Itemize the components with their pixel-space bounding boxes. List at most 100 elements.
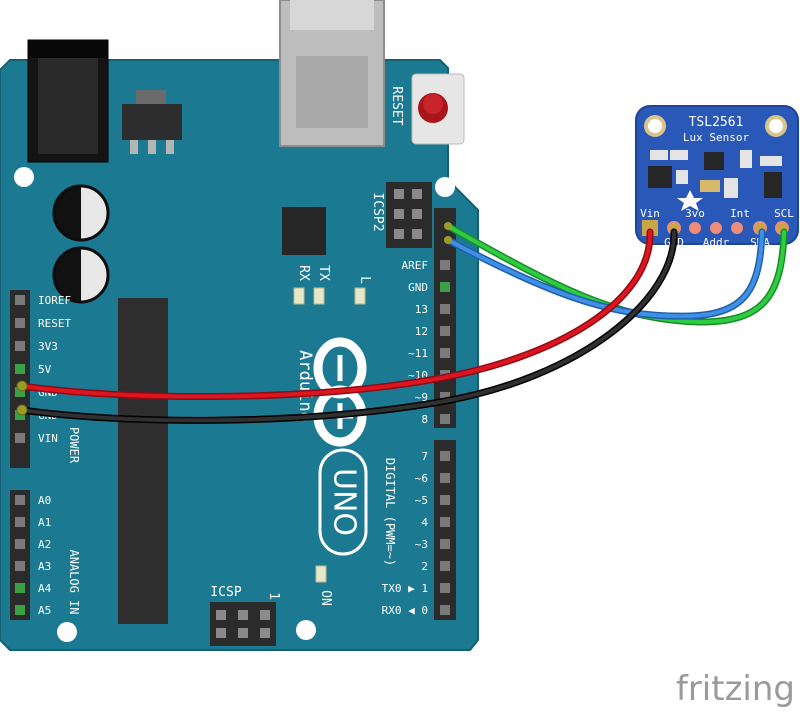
tx-led [313, 287, 325, 305]
icsp2-header [386, 182, 432, 248]
header-pin [440, 561, 450, 571]
pin-label: RX0 ◀ 0 [382, 604, 428, 617]
header-pin [440, 473, 450, 483]
header-pin [440, 605, 450, 615]
pin-label: IOREF [38, 294, 71, 307]
pin-label: 4 [421, 516, 428, 529]
header-pin [440, 414, 450, 424]
icsp-pin1-label: 1 [266, 592, 281, 600]
l-led [354, 287, 366, 305]
header-pin [440, 348, 450, 358]
header-pin [15, 517, 25, 527]
header-pin [440, 517, 450, 527]
model-label: UNO [327, 468, 362, 536]
pin-label: A5 [38, 604, 51, 617]
uno-logo: UNO [318, 448, 368, 556]
sensor-pin-label: Addr [703, 236, 730, 249]
pin-label: VIN [38, 432, 58, 445]
pin-label: RESET [38, 317, 71, 330]
reset-label: RESET [389, 86, 404, 125]
pin-label: A3 [38, 560, 51, 573]
arduino-board: RESET ICSP2 RX TX L ON [0, 0, 479, 651]
header-pin [440, 326, 450, 336]
pin-label: ~11 [408, 347, 428, 360]
fritzing-watermark: fritzing [676, 669, 795, 709]
header-pin [15, 318, 25, 328]
header-pin [440, 392, 450, 402]
wires [16, 222, 788, 424]
sensor-pin-label: Int [730, 207, 750, 220]
microcontroller-chip [118, 298, 168, 624]
power-header [10, 290, 30, 468]
pin-label: ~5 [415, 494, 428, 507]
pin-label: 5V [38, 363, 52, 376]
rx-led [293, 287, 305, 305]
usb-connector [279, 0, 385, 147]
pin-label: 7 [421, 450, 428, 463]
rx-label: RX [296, 265, 311, 281]
analog-header [10, 490, 30, 620]
pin-label: 13 [415, 303, 428, 316]
header-pin [15, 495, 25, 505]
pin-label: 2 [421, 560, 428, 573]
header-pin [440, 539, 450, 549]
sensor-title: TSL2561 [689, 115, 744, 130]
reset-button[interactable] [411, 73, 465, 145]
mounting-hole [14, 167, 34, 187]
mounting-hole [296, 620, 316, 640]
sensor-pin-label: SCL [774, 207, 794, 220]
tx-label: TX [316, 265, 331, 281]
header-pin [15, 605, 25, 615]
mounting-hole [57, 622, 77, 642]
capacitor [52, 246, 110, 304]
header-pin [440, 260, 450, 270]
pin-label: 12 [415, 325, 428, 338]
header-pin [440, 304, 450, 314]
pin-label: GND [408, 281, 428, 294]
power-section-label: POWER [67, 427, 81, 464]
icsp-label: ICSP [210, 585, 241, 600]
header-pin [15, 341, 25, 351]
header-pin [440, 495, 450, 505]
pin-label: A2 [38, 538, 51, 551]
pin-label: ~9 [415, 391, 428, 404]
icsp-header [210, 602, 276, 646]
header-pin [440, 282, 450, 292]
adafruit-star-icon [677, 190, 703, 211]
pin-label: ~3 [415, 538, 428, 551]
on-led [315, 565, 327, 583]
mounting-hole [435, 177, 455, 197]
pin-label: A0 [38, 494, 51, 507]
header-pin [440, 583, 450, 593]
capacitor [52, 184, 110, 242]
header-pin [15, 539, 25, 549]
pin-label: AREF [402, 259, 429, 272]
pin-label: A1 [38, 516, 51, 529]
usb-chip [282, 207, 326, 255]
icsp2-label: ICSP2 [370, 192, 385, 231]
analog-section-label: ANALOG IN [67, 549, 81, 614]
board-name: Arduino [295, 350, 315, 422]
header-pin [440, 451, 450, 461]
sensor-subtitle: Lux Sensor [683, 131, 750, 144]
header-pin [15, 387, 25, 397]
pin-label: 8 [421, 413, 428, 426]
pin-label: 3V3 [38, 340, 58, 353]
pin-label: ~6 [415, 472, 428, 485]
header-pin [15, 433, 25, 443]
power-jack [27, 39, 109, 163]
on-label: ON [318, 590, 333, 606]
l-label: L [357, 276, 372, 284]
pin-label: TX0 ▶ 1 [382, 582, 428, 595]
voltage-regulator [122, 90, 182, 154]
header-pin [15, 295, 25, 305]
header-pin [15, 583, 25, 593]
digital-header-bottom [434, 440, 456, 620]
